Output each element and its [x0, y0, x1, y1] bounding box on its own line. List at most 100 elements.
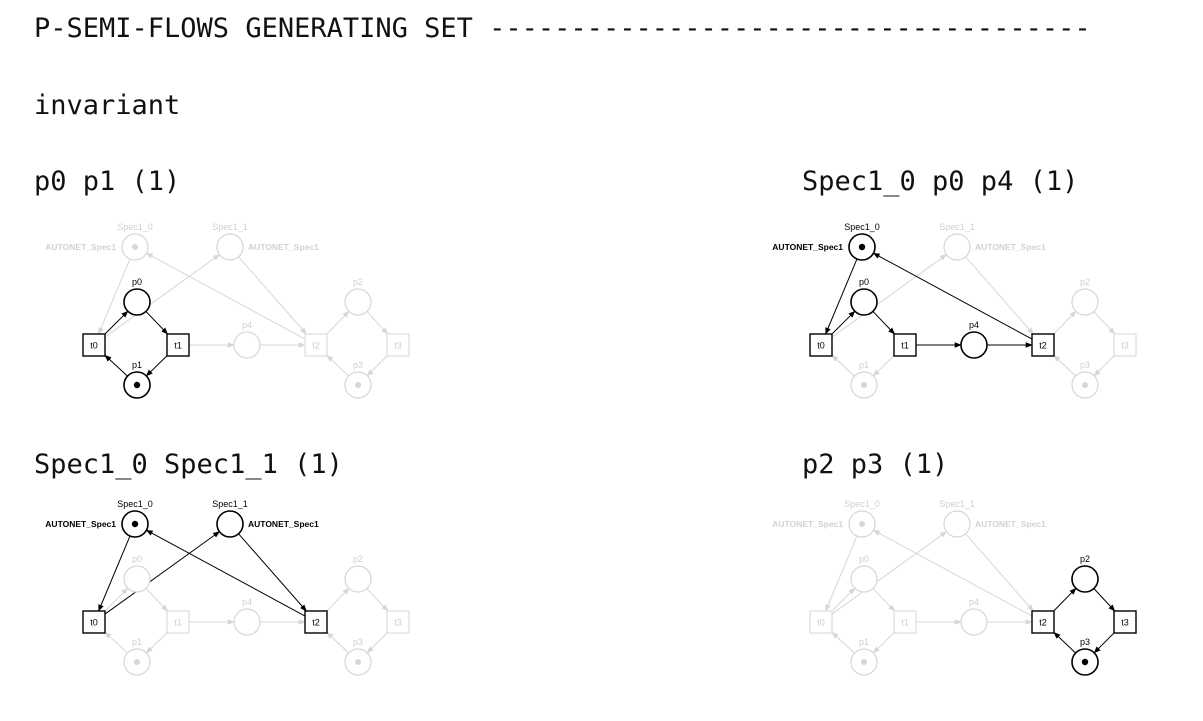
arc-line — [831, 254, 948, 338]
place-label: p1 — [859, 637, 869, 647]
arc-line — [1053, 354, 1076, 377]
transition-t1 — [893, 333, 917, 357]
place-p0 — [123, 565, 151, 593]
transition-label: t2 — [312, 618, 320, 628]
place-label: p4 — [242, 320, 252, 330]
arc-line — [326, 310, 350, 335]
arc-line — [145, 588, 168, 612]
transition-label: t3 — [394, 618, 402, 628]
place-label: Spec1_0 — [117, 499, 153, 509]
arc-line — [872, 252, 1033, 340]
place-p4 — [233, 608, 261, 636]
autonet-label: AUTONET_Spec1 — [45, 519, 116, 529]
place-p2 — [344, 565, 372, 593]
place-label: Spec1_1 — [212, 499, 248, 509]
arc-line — [1093, 355, 1115, 377]
token-dot — [861, 659, 867, 665]
arc-line — [104, 354, 128, 377]
arc-line — [831, 354, 855, 377]
arc-line — [825, 258, 858, 335]
place-spec1-1 — [943, 510, 971, 538]
place-label: Spec1_1 — [212, 222, 248, 232]
transition-t2 — [304, 333, 328, 357]
place-label: p2 — [353, 277, 363, 287]
place-p0 — [850, 565, 878, 593]
transition-label: t3 — [394, 341, 402, 351]
transition-t3 — [1113, 333, 1137, 357]
arc-line — [965, 533, 1034, 612]
place-p4 — [960, 331, 988, 359]
autonet-label: AUTONET_Spec1 — [772, 242, 843, 252]
arc-line — [326, 354, 349, 377]
token-dot — [355, 659, 361, 665]
arc-line — [104, 531, 221, 615]
arc-line — [366, 355, 388, 377]
place-p2 — [344, 288, 372, 316]
arc-line — [145, 529, 306, 617]
arc-line — [238, 533, 307, 612]
arc-line — [238, 256, 307, 335]
token-dot — [861, 382, 867, 388]
place-label: p1 — [132, 360, 142, 370]
transition-label: t0 — [90, 618, 98, 628]
arc-line — [326, 587, 350, 612]
place-label: p3 — [353, 637, 363, 647]
token-dot — [1082, 382, 1088, 388]
transition-t0 — [82, 610, 106, 634]
place-label: p4 — [242, 597, 252, 607]
autonet-label: AUTONET_Spec1 — [975, 519, 1046, 529]
transition-t0 — [82, 333, 106, 357]
arc-line — [1093, 632, 1115, 654]
arc-line — [825, 535, 858, 612]
place-p0 — [123, 288, 151, 316]
autonet-label: AUTONET_Spec1 — [45, 242, 116, 252]
arc-line — [965, 256, 1034, 335]
transition-t2 — [1031, 610, 1055, 634]
token-dot — [134, 659, 140, 665]
arc-line — [104, 631, 128, 654]
place-label: p0 — [132, 277, 142, 287]
transition-label: t1 — [901, 341, 909, 351]
arc-line — [831, 631, 855, 654]
invariant-label: p0 p1 (1) — [34, 166, 181, 197]
place-label: Spec1_1 — [939, 499, 975, 509]
arc-line — [872, 355, 895, 377]
invariant-label: Spec1_0 Spec1_1 (1) — [34, 449, 343, 480]
autonet-label: AUTONET_Spec1 — [772, 519, 843, 529]
arc-line — [831, 587, 856, 612]
invariant-label: Spec1_0 p0 p4 (1) — [802, 166, 1079, 197]
arc-line — [104, 587, 129, 612]
token-dot — [355, 382, 361, 388]
arc-line — [145, 311, 168, 335]
arc-line — [326, 631, 349, 654]
place-label: p2 — [353, 554, 363, 564]
arc-line — [1093, 311, 1116, 335]
place-label: p2 — [1080, 554, 1090, 564]
arc-line — [1053, 310, 1077, 335]
arc-line — [872, 588, 895, 612]
section-subheading: invariant — [34, 90, 181, 121]
transition-label: t1 — [901, 618, 909, 628]
token-dot — [858, 243, 866, 251]
place-spec1-1 — [216, 233, 244, 261]
arc-line — [872, 529, 1033, 617]
place-p4 — [233, 331, 261, 359]
transition-label: t2 — [312, 341, 320, 351]
transition-t0 — [809, 610, 833, 634]
transition-label: t0 — [90, 341, 98, 351]
autonet-label: AUTONET_Spec1 — [975, 242, 1046, 252]
place-p4 — [960, 608, 988, 636]
arc-line — [366, 588, 389, 612]
arc-line — [872, 311, 895, 335]
token-dot — [859, 521, 865, 527]
transition-t1 — [166, 610, 190, 634]
transition-t3 — [386, 333, 410, 357]
arc-line — [872, 632, 895, 654]
place-label: p3 — [1080, 637, 1090, 647]
transition-label: t0 — [817, 618, 825, 628]
arc-line — [366, 632, 388, 654]
transition-label: t3 — [1121, 341, 1129, 351]
